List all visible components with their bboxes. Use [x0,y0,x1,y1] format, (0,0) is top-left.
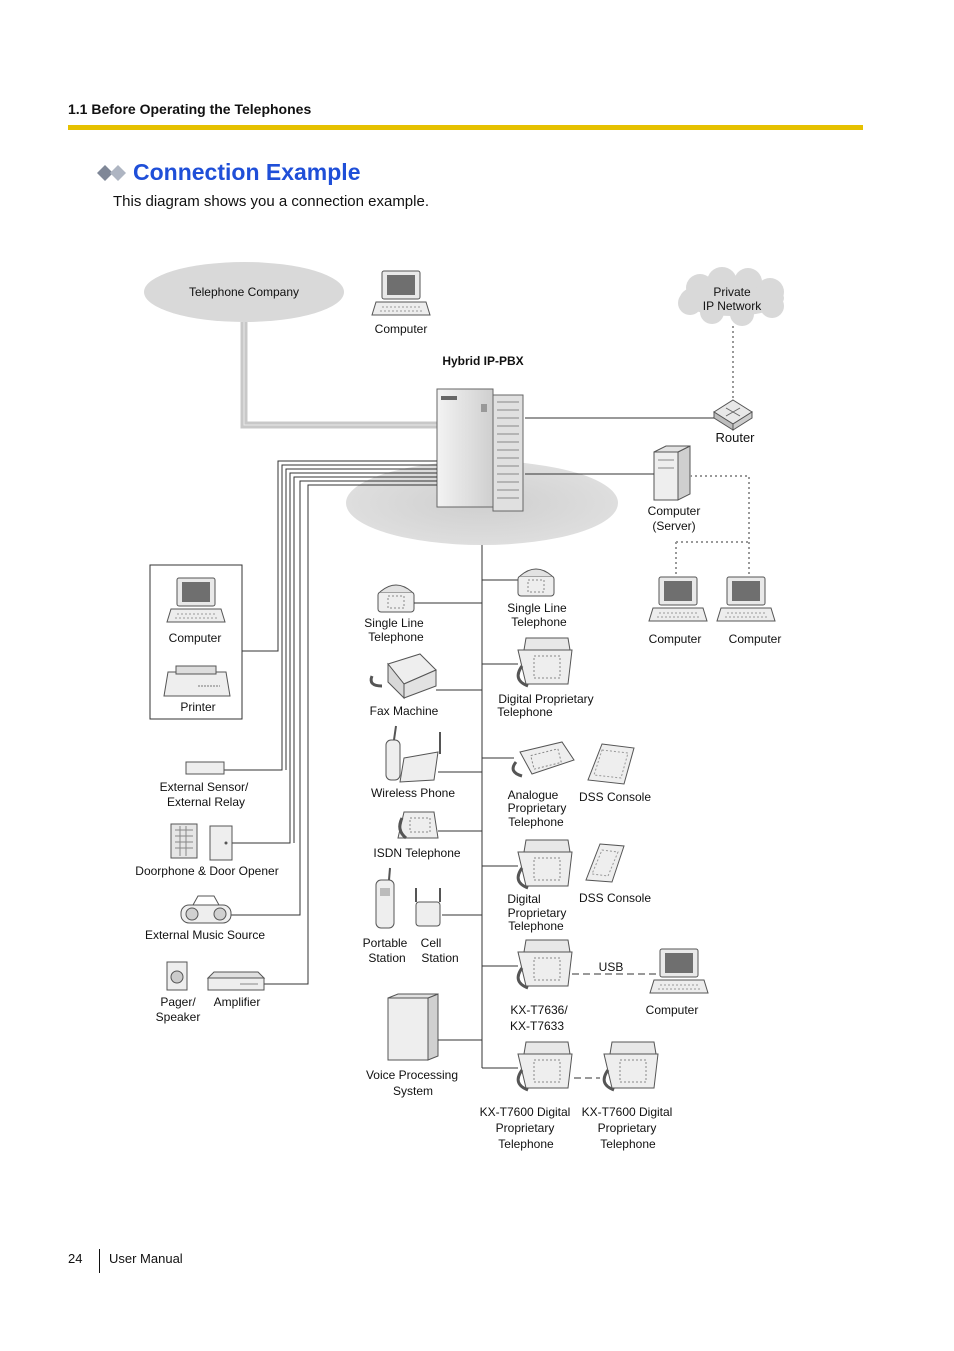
kx7600a-label-3: Telephone [498,1137,554,1151]
usb-label: USB [599,960,624,974]
single-line-telephone-icon [517,568,555,597]
single-line-telephone-icon [377,584,415,613]
apt-label-2: Proprietary [508,801,567,815]
kx-t7600-telephone-icon [602,1040,660,1092]
music-source-label: External Music Source [145,928,265,942]
server-label-2: (Server) [652,519,695,533]
computer-printer-box [149,564,243,720]
slt-right-label-1: Single Line [507,601,567,615]
analogue-proprietary-telephone-icon [511,741,575,778]
telephone-company-label: Telephone Company [189,285,299,299]
footer-manual-label: User Manual [109,1251,183,1266]
page-title: Connection Example [133,159,361,185]
portable-station-icon [375,867,395,929]
computer-usb-label: Computer [646,1003,699,1017]
speaker-icon [166,961,188,991]
server-icon [653,445,691,501]
printer-icon [163,665,231,697]
digital-proprietary-telephone-icon [516,838,574,890]
private-ip-label-2: IP Network [703,299,762,313]
pbx-label: Hybrid IP-PBX [442,354,523,368]
dss-label-1: DSS Console [579,790,651,804]
cell-label-2: Station [421,951,458,965]
ext-sensor-label-1: External Sensor/ [160,780,249,794]
wireless-phone-icon [385,725,441,783]
computer-top-label: Computer [375,322,428,336]
cell-station-icon [415,888,441,927]
portable-label-2: Station [368,951,405,965]
dss-console-icon [585,843,625,883]
kx7636-label-2: KX-T7633 [510,1019,564,1033]
external-sensor-icon [185,761,225,775]
dss-label-2: DSS Console [579,891,651,905]
dpt2-label-3: Telephone [508,919,564,933]
amplifier-icon [206,971,266,991]
door-opener-icon [209,825,233,861]
private-ip-label-1: Private [713,285,751,299]
computer-right-label-1: Computer [649,632,702,646]
dpt-label-1: Digital Proprietary [498,692,593,706]
private-ip-network-cloud [678,267,784,326]
kx7600b-label-2: Proprietary [598,1121,657,1135]
computer-icon [166,577,226,623]
footer-divider [99,1249,100,1273]
voice-processing-icon [387,993,439,1061]
slt-left-label-2: Telephone [368,630,424,644]
portable-label-1: Portable [363,936,408,950]
page-number: 24 [68,1251,83,1266]
header-rule [68,125,863,130]
diamond-bullet-icon [97,165,126,181]
isdn-telephone-icon [397,811,439,840]
computer-icon [648,576,708,622]
computer-icon [716,576,776,622]
amplifier-label: Amplifier [214,995,261,1009]
intro-text: This diagram shows you a connection exam… [113,193,429,210]
vps-label-1: Voice Processing [366,1068,458,1082]
server-label-1: Computer [648,504,701,518]
router-icon [713,399,753,431]
kx7600b-label-3: Telephone [600,1137,656,1151]
fax-label: Fax Machine [370,704,439,718]
pager-label-2: Speaker [156,1010,201,1024]
kx7600a-label-1: KX-T7600 Digital [480,1105,571,1119]
dpt2-label-1: Digital [507,892,540,906]
apt-label-1: Analogue [508,788,559,802]
computer-right-label-2: Computer [729,632,782,646]
kx-t7600-telephone-icon [516,1040,574,1092]
kx7600b-label-1: KX-T7600 Digital [582,1105,673,1119]
doorphone-icon [170,823,198,859]
dpt2-label-2: Proprietary [508,906,567,920]
ext-sensor-label-2: External Relay [167,795,245,809]
section-heading: 1.1 Before Operating the Telephones [68,101,312,117]
dss-console-icon [587,743,635,785]
vps-label-2: System [393,1084,433,1098]
cell-label-1: Cell [421,936,442,950]
computer-icon [649,948,709,994]
telephone-company-cloud [144,262,344,322]
computer-icon [371,270,431,316]
digital-proprietary-telephone-icon [516,636,574,688]
kx7636-label-1: KX-T7636/ [510,1003,568,1017]
dpt-label-2: Telephone [497,705,553,719]
kx-t7636-telephone-icon [516,938,574,990]
apt-label-3: Telephone [508,815,564,829]
box-computer-label: Computer [169,631,222,645]
wireless-label: Wireless Phone [371,786,455,800]
doorphone-label: Doorphone & Door Opener [135,864,278,878]
fax-machine-icon [369,653,437,700]
box-printer-label: Printer [180,700,215,714]
kx7600a-label-2: Proprietary [496,1121,555,1135]
slt-left-label-1: Single Line [364,616,424,630]
slt-right-label-2: Telephone [511,615,567,629]
router-label: Router [715,430,755,445]
pager-label-1: Pager/ [160,995,196,1009]
music-source-icon [180,895,232,924]
trunk-line [240,322,440,429]
isdn-label: ISDN Telephone [373,846,460,860]
